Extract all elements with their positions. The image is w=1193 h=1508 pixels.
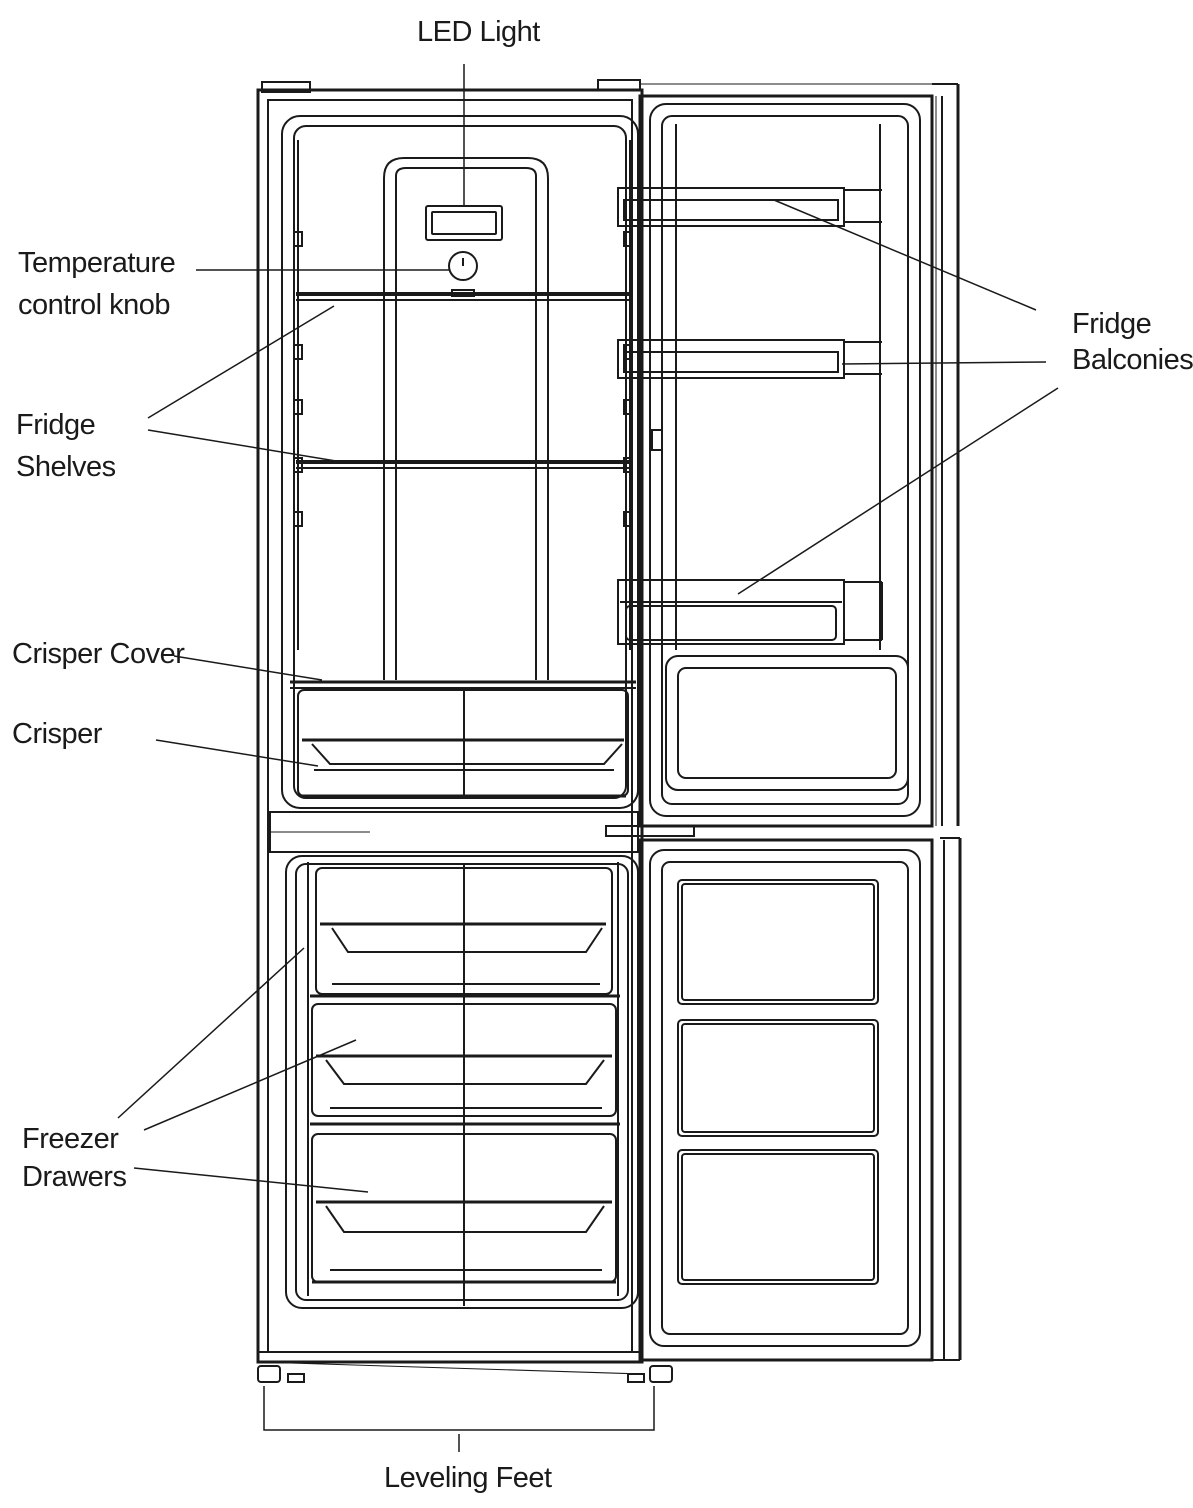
fridge-door [597, 79, 960, 828]
cabinet-outline [256, 81, 644, 1375]
leveling-feet-label: Leveling Feet [384, 1462, 552, 1494]
crisper-cover-label: Crisper Cover [12, 638, 185, 670]
fridge-balconies-label-line-2: Balconies [1072, 344, 1193, 376]
freezer-drawers [310, 867, 620, 1284]
leader-lines [117, 64, 1059, 1452]
label-crisper-cover: Crisper Cover [12, 636, 185, 672]
label-temperature-control-knob: Temperature control knob [18, 242, 176, 326]
label-fridge-balconies: Fridge Balconies [1072, 306, 1193, 378]
label-led-light: LED Light [417, 14, 540, 50]
fridge-shelves [296, 292, 632, 469]
fridge-shelves-label-line-1: Fridge [16, 409, 96, 441]
led-light-label: LED Light [417, 16, 540, 48]
crisper-assembly [290, 680, 636, 798]
freezer-drawers-label-line-1: Freezer [22, 1123, 119, 1155]
crisper-label: Crisper [12, 718, 102, 750]
leveling-feet [257, 1365, 673, 1383]
air-duct-column [383, 157, 549, 680]
label-leveling-feet: Leveling Feet [384, 1460, 552, 1496]
fridge-shelves-label-line-2: Shelves [16, 451, 116, 483]
freezer-drawers-label-line-2: Drawers [22, 1161, 127, 1193]
fridge-balconies-label-line-1: Fridge [1072, 308, 1152, 340]
label-freezer-drawers: Freezer Drawers [22, 1120, 127, 1196]
temperature-label-line-1: Temperature [18, 247, 176, 279]
compartment-divider [269, 811, 639, 853]
temperature-knob [448, 251, 478, 281]
label-crisper: Crisper [12, 716, 102, 752]
fridge-balconies [617, 187, 883, 645]
temperature-label-line-2: control knob [18, 289, 171, 321]
freezer-door [605, 825, 962, 1362]
label-fridge-shelves: Fridge Shelves [16, 404, 116, 488]
